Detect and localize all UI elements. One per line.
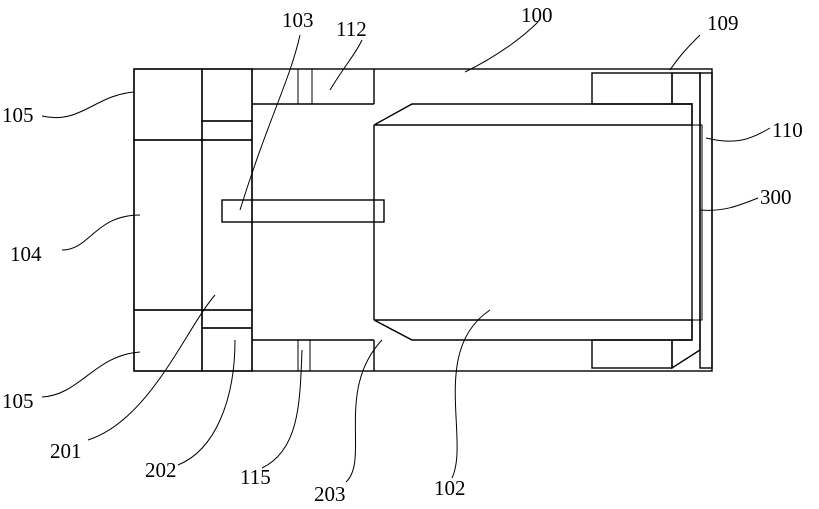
label-203: 203 — [314, 482, 346, 506]
leader-112 — [330, 40, 362, 90]
part-202-top-gap — [202, 121, 252, 140]
label-201: 201 — [50, 439, 82, 463]
label-115: 115 — [240, 465, 271, 489]
label-112: 112 — [336, 17, 367, 41]
part-109-bottom — [592, 340, 672, 368]
leader-104 — [62, 215, 140, 250]
label-109: 109 — [707, 11, 739, 35]
end-cap-hatch — [672, 73, 700, 368]
part-105-bottom — [134, 310, 202, 371]
part-202-bottom-weave — [202, 328, 252, 371]
leader-203 — [346, 340, 382, 482]
part-103-rod — [222, 200, 384, 222]
label-105-bottom: 105 — [2, 389, 34, 413]
part-102-wall-top — [374, 104, 692, 125]
part-109-top — [592, 73, 672, 104]
leader-202 — [178, 340, 235, 465]
label-104: 104 — [10, 242, 42, 266]
leader-105-top — [42, 92, 134, 118]
part-102-wall-bottom — [374, 320, 692, 340]
leader-110 — [706, 128, 770, 141]
part-202-bottom-gap — [202, 310, 252, 328]
label-103: 103 — [282, 8, 314, 32]
leader-115 — [262, 350, 302, 468]
label-100: 100 — [521, 3, 553, 27]
leader-105-bottom — [42, 352, 140, 397]
part-104-brick — [134, 140, 202, 310]
leader-103 — [240, 35, 300, 210]
label-202: 202 — [145, 458, 177, 482]
part-115-plug — [298, 340, 310, 371]
housing-outline — [134, 69, 712, 371]
part-201-crosshatch — [202, 140, 252, 310]
label-110: 110 — [772, 118, 803, 142]
part-202-top-weave — [202, 69, 252, 121]
leader-109 — [670, 35, 700, 70]
label-102: 102 — [434, 476, 466, 500]
leader-102 — [452, 310, 490, 478]
label-105-top: 105 — [2, 103, 34, 127]
part-112-plug — [298, 69, 312, 104]
leader-300 — [700, 198, 758, 210]
leader-201 — [88, 295, 215, 440]
leader-100 — [465, 22, 538, 72]
part-105-top — [134, 69, 202, 140]
label-300: 300 — [760, 185, 792, 209]
